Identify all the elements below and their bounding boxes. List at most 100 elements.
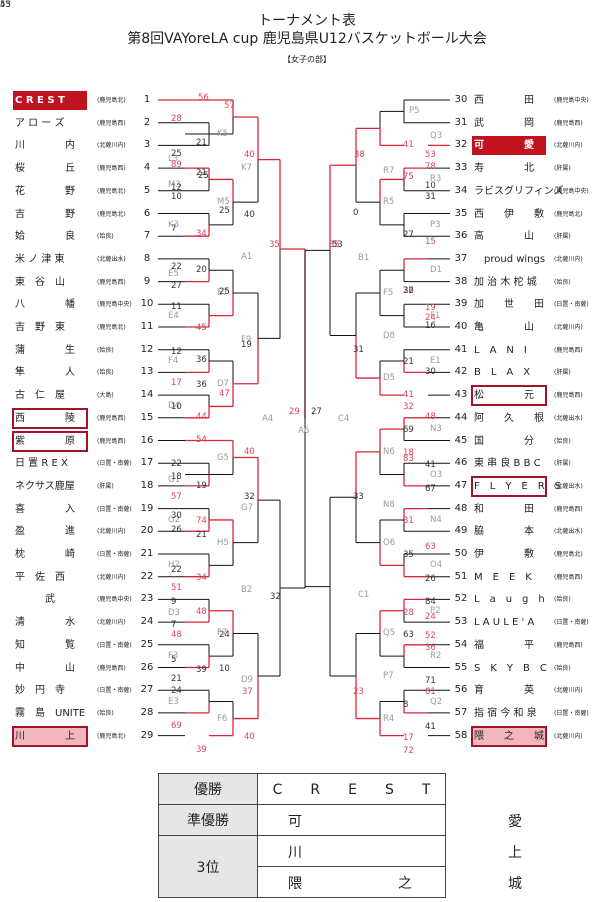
team-right-55: S K Y B C(姶良) bbox=[472, 659, 571, 678]
seed-number: 31 bbox=[454, 116, 468, 128]
seed-number: 29 bbox=[140, 729, 154, 741]
seed-number: 14 bbox=[140, 389, 154, 401]
match-label-f3: F3 bbox=[168, 651, 179, 662]
score: 75 bbox=[403, 172, 414, 182]
score: 36 bbox=[196, 380, 207, 390]
team-right-53: L A U L E ' A(日置・南薩) bbox=[472, 613, 589, 632]
seed-number: 46 bbox=[454, 457, 468, 469]
team-region: (北薩川内) bbox=[554, 255, 583, 263]
champion-team: C R E S T bbox=[257, 773, 446, 805]
score: 41 bbox=[403, 390, 414, 400]
team-region: (北薩川内) bbox=[554, 324, 583, 331]
team-name: 福 平 bbox=[474, 639, 534, 651]
third-label: 3位 bbox=[158, 835, 258, 898]
score: 63 bbox=[403, 630, 414, 640]
team-name: 国 分 bbox=[474, 435, 534, 447]
score: 5 bbox=[171, 655, 177, 665]
seed-number: 15 bbox=[140, 411, 154, 423]
team-region: (北薩川内) bbox=[97, 142, 126, 150]
score: 22 bbox=[171, 459, 182, 469]
seed-number: 21 bbox=[140, 548, 154, 559]
third-team-b: 隈 之 城 bbox=[257, 866, 522, 898]
third-b-char-2: 之 bbox=[398, 876, 412, 892]
score: 74 bbox=[196, 516, 207, 526]
team-name: 妙 円 寺 bbox=[15, 685, 65, 697]
score: 54 bbox=[196, 435, 207, 445]
score: 15 bbox=[425, 237, 436, 247]
team-left-3: 川 内(北薩川内) bbox=[13, 136, 126, 155]
seed-number: 24 bbox=[140, 616, 154, 628]
match-label-p5: P5 bbox=[409, 106, 420, 117]
score: 30 bbox=[425, 367, 436, 377]
team-region: (鹿児島西) bbox=[97, 664, 126, 672]
score: 8 bbox=[403, 700, 409, 710]
team-region: (鹿児島西) bbox=[554, 346, 583, 354]
runner-up-char-2: 愛 bbox=[508, 814, 522, 830]
team-left-24: 清 水(北薩川内) bbox=[13, 613, 126, 632]
seed-number: 47 bbox=[454, 479, 468, 491]
team-name: L A N I bbox=[474, 344, 527, 356]
score: 21 bbox=[196, 138, 207, 148]
match-label-f4: F4 bbox=[168, 356, 179, 367]
team-region: (鹿児島西) bbox=[554, 573, 583, 581]
team-region: (鹿児島西) bbox=[554, 119, 583, 127]
team-left-18: ネクサス鹿屋(肝属) bbox=[13, 477, 114, 496]
team-name: 西 田 bbox=[474, 95, 534, 106]
score: 67 bbox=[425, 484, 436, 494]
team-name: 日 置 R E X bbox=[15, 458, 68, 470]
score: 63 bbox=[425, 542, 436, 552]
team-name: 盈 進 bbox=[15, 526, 75, 538]
score: 40 bbox=[244, 150, 255, 160]
team-name: ラビスグリフィンズ bbox=[474, 185, 564, 197]
team-right-36: 高 山(肝属) bbox=[472, 227, 571, 246]
score: 57 bbox=[224, 101, 235, 111]
team-region: (日置・南薩) bbox=[554, 619, 589, 627]
score: 53 bbox=[425, 150, 436, 160]
match-label-e3: E3 bbox=[168, 696, 179, 707]
seed-number: 17 bbox=[140, 457, 154, 469]
score: 32 bbox=[403, 402, 414, 412]
score: 28 bbox=[403, 608, 414, 618]
score: 22 bbox=[171, 565, 182, 575]
team-name: 指 宿 今 和 泉 bbox=[474, 707, 537, 719]
score: 48 bbox=[196, 607, 207, 617]
team-region: (姶良) bbox=[97, 233, 114, 241]
score: 10 bbox=[171, 402, 182, 412]
match-label-n4: N4 bbox=[430, 514, 442, 525]
score: 10 bbox=[425, 181, 436, 191]
seed-number: 30 bbox=[454, 94, 468, 105]
score: 45 bbox=[0, 0, 11, 10]
champion-label: 優勝 bbox=[158, 773, 258, 805]
team-right-37: proud wings(北薩川内) bbox=[472, 250, 583, 269]
team-left-27: 妙 円 寺(日置・南薩) bbox=[13, 681, 132, 700]
team-right-41: L A N I (鹿児島西) bbox=[472, 341, 583, 360]
score: 23 bbox=[353, 687, 364, 697]
team-name: 吉 野 bbox=[15, 208, 75, 220]
score: 35 bbox=[329, 240, 340, 250]
seed-number: 54 bbox=[454, 638, 468, 650]
team-region: (姶良) bbox=[97, 346, 114, 354]
match-label-o3: O3 bbox=[430, 469, 443, 480]
match-label-f5: F5 bbox=[383, 287, 394, 298]
team-name: M E E K bbox=[474, 571, 532, 583]
team-right-46: 東 串 良 B B C(肝属) bbox=[472, 454, 571, 473]
runner-up-char-1: 可 bbox=[288, 814, 302, 830]
team-name: 中 山 bbox=[15, 662, 75, 674]
seed-number: 58 bbox=[454, 729, 468, 741]
score: 40 bbox=[244, 732, 255, 742]
score: 83 bbox=[403, 454, 414, 464]
team-region: (北薩川内) bbox=[554, 687, 583, 695]
seed-number: 10 bbox=[140, 298, 154, 310]
team-left-10: 八 幡(鹿児島中央) bbox=[13, 295, 132, 314]
match-label-r2: R2 bbox=[430, 651, 442, 662]
team-region: (鹿児島西) bbox=[97, 414, 126, 422]
seed-number: 1 bbox=[143, 94, 151, 105]
team-right-30: 西 田(鹿児島中央) bbox=[472, 91, 589, 110]
score: 25 bbox=[219, 206, 230, 216]
team-right-54: 福 平(鹿児島西) bbox=[472, 636, 583, 655]
seed-number: 34 bbox=[454, 184, 468, 196]
seed-number: 2 bbox=[143, 116, 151, 128]
team-name: ネクサス鹿屋 bbox=[15, 480, 75, 492]
seed-number: 13 bbox=[140, 366, 154, 378]
seed-number: 44 bbox=[454, 411, 468, 423]
